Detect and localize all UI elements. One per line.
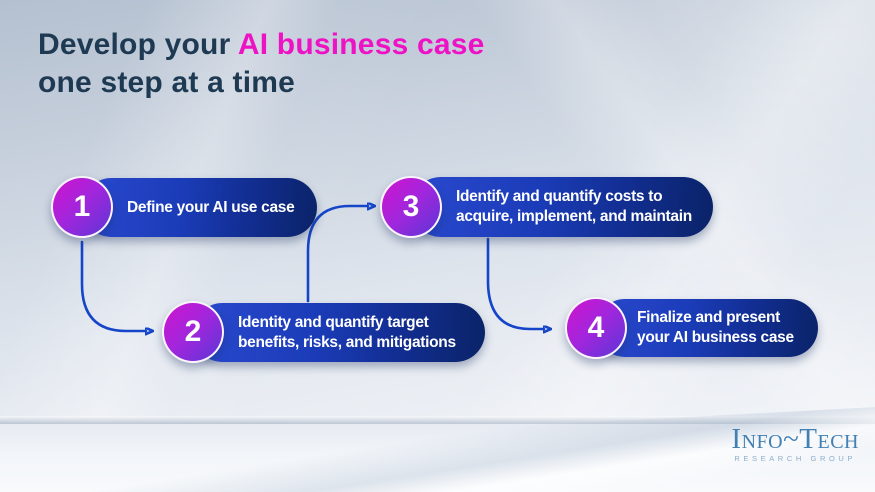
- step-2-label-line-2: benefits, risks, and mitigations: [238, 333, 456, 351]
- step-3-number: 3: [402, 190, 420, 223]
- arrow-step3-to-step4: [486, 237, 544, 329]
- title-line-1: Develop your AI business case: [38, 26, 485, 64]
- title-line-2: one step at a time: [38, 66, 296, 99]
- step-4-pill: Finalize and present your AI business ca…: [596, 299, 818, 357]
- page-title: Develop your AI business case one step a…: [38, 26, 485, 102]
- step-4-label-line-2: your AI business case: [637, 329, 794, 346]
- step-3-label-line-1: Identify and quantify costs to: [456, 188, 663, 205]
- step-3-pill: Identify and quantify costs to acquire, …: [411, 177, 713, 237]
- step-4-number: 4: [587, 311, 605, 344]
- step-3-label: Identify and quantify costs to acquire, …: [411, 187, 692, 227]
- step-1-label: Define your AI use case: [82, 198, 295, 218]
- step-1-number: 1: [73, 190, 91, 223]
- step-2-number: 2: [184, 315, 202, 348]
- step-4-number-badge: 4: [565, 297, 627, 359]
- step-1-number-badge: 1: [51, 176, 113, 238]
- title-highlight: AI business case: [237, 28, 485, 61]
- step-2-label-line-1: Identity and quantify target: [238, 313, 429, 331]
- step-4-label-line-1: Finalize and present: [637, 309, 781, 326]
- step-3-number-badge: 3: [380, 176, 442, 238]
- step-1-pill: Define your AI use case: [82, 178, 317, 237]
- step-2-label: Identity and quantify target benefits, r…: [193, 313, 456, 353]
- arrow-step2-to-step3: [306, 206, 368, 303]
- infotech-logo-wordmark: Info~Tech: [731, 423, 859, 455]
- step-1-label-line-1: Define your AI use case: [127, 198, 295, 216]
- arrow-step1-to-step2: [80, 240, 146, 331]
- step-2-number-badge: 2: [162, 301, 224, 363]
- step-2-pill: Identity and quantify target benefits, r…: [193, 303, 485, 362]
- infotech-logo: Info~Tech RESEARCH GROUP: [731, 423, 859, 464]
- infotech-logo-subtitle: RESEARCH GROUP: [734, 454, 857, 463]
- step-3-label-line-2: acquire, implement, and maintain: [456, 208, 692, 225]
- step-4-label: Finalize and present your AI business ca…: [596, 308, 794, 348]
- title-prefix: Develop your: [38, 28, 238, 61]
